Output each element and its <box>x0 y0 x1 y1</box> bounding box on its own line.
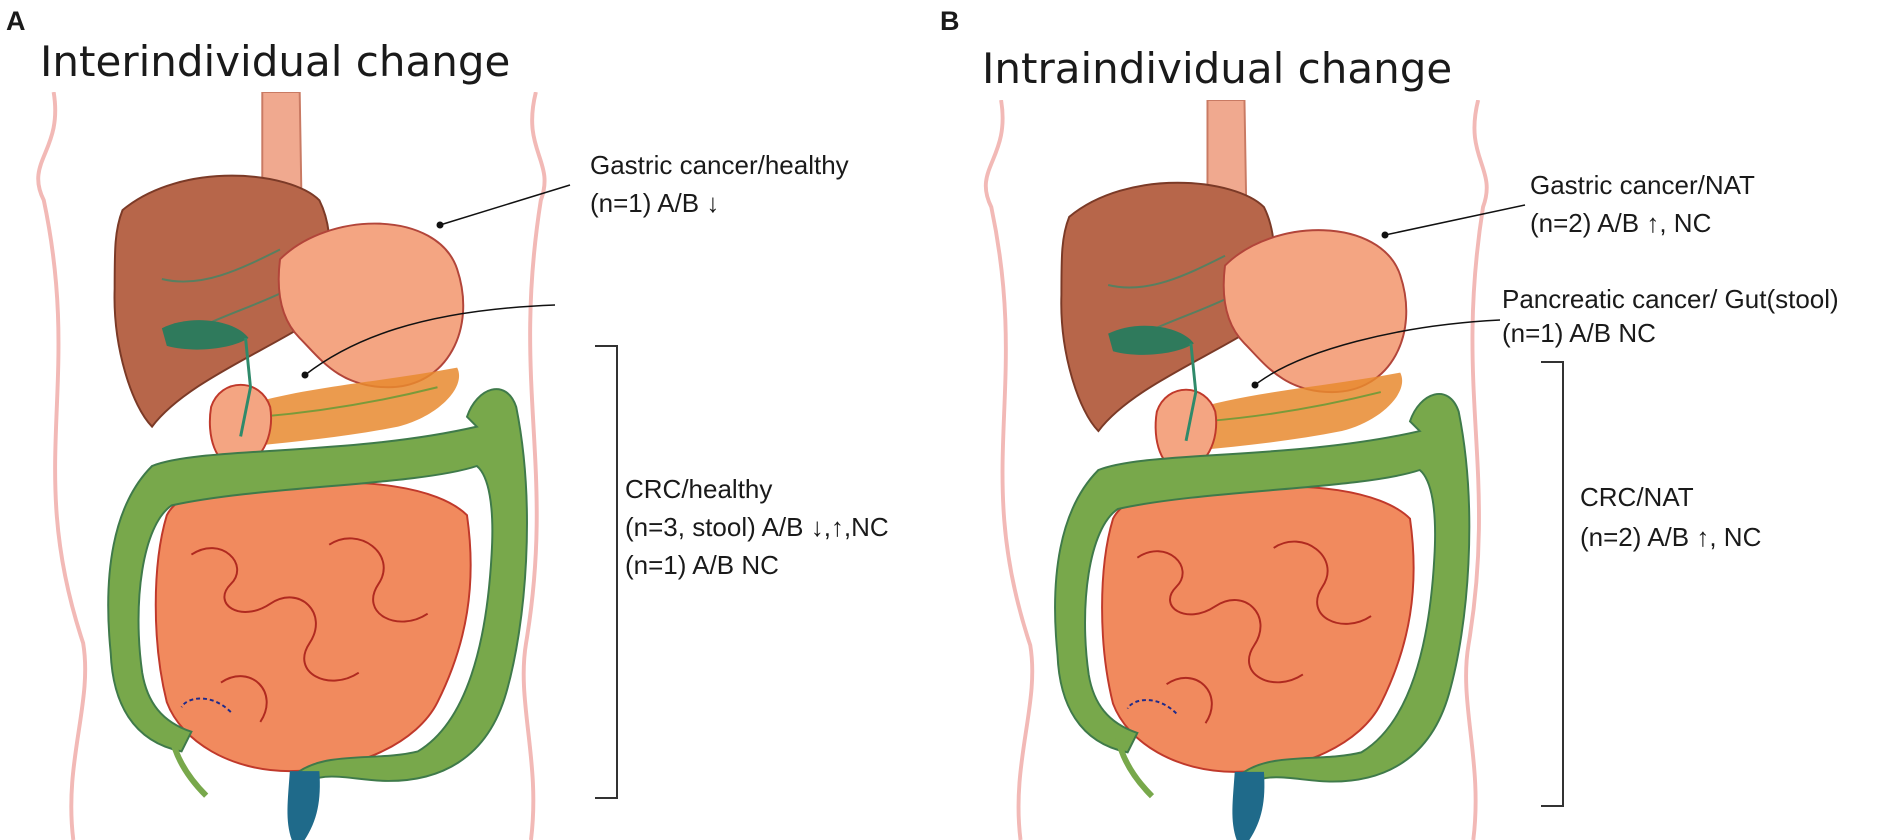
panel-b: B Intraindividual change Gastric cancer/… <box>940 6 1839 840</box>
panel-a-gastric-dot <box>436 221 444 229</box>
panel-b-crc-label: CRC/NAT <box>1580 482 1694 512</box>
panel-a-crc-stat-2: (n=1) A/B NC <box>625 550 779 580</box>
panel-a-crc-stat-1: (n=3, stool) A/B ↓,↑,NC <box>625 512 889 542</box>
panel-b-letter: B <box>940 6 960 36</box>
panel-a-pancreas-dot <box>301 371 309 379</box>
panel-a-gastric-leader <box>439 184 571 226</box>
panel-a-crc-bracket <box>595 345 618 799</box>
panel-a-gastric-label: Gastric cancer/healthy <box>590 150 849 180</box>
panel-b-crc-bracket <box>1541 361 1564 807</box>
panel-b-gastric-stat: (n=2) A/B ↑, NC <box>1530 208 1711 238</box>
panel-b-pancreas-leader <box>1254 319 1501 386</box>
panel-b-pancreatic-stat: (n=1) A/B NC <box>1502 318 1656 348</box>
panel-b-title: Intraindividual change <box>982 44 1452 93</box>
panel-b-gastric-label: Gastric cancer/NAT <box>1530 170 1755 200</box>
panel-a: A Interindividual change Gastric cancer/… <box>6 6 889 840</box>
panel-a-title: Interindividual change <box>40 37 510 86</box>
panel-b-pancreatic-label: Pancreatic cancer/ Gut(stool) <box>1502 284 1839 314</box>
panel-b-gastric-leader <box>1384 204 1526 236</box>
panel-b-gastric-dot <box>1381 231 1389 239</box>
panel-b-pancreas-dot <box>1251 381 1259 389</box>
panel-b-crc-stat: (n=2) A/B ↑, NC <box>1580 522 1761 552</box>
panel-a-gastric-stat: (n=1) A/B ↓ <box>590 188 719 218</box>
panel-a-pancreas-leader <box>304 304 556 376</box>
panel-b-gut-illustration <box>986 100 1487 840</box>
panel-a-letter: A <box>6 6 26 36</box>
panel-a-crc-label: CRC/healthy <box>625 474 772 504</box>
panel-a-gut-illustration <box>38 92 544 840</box>
